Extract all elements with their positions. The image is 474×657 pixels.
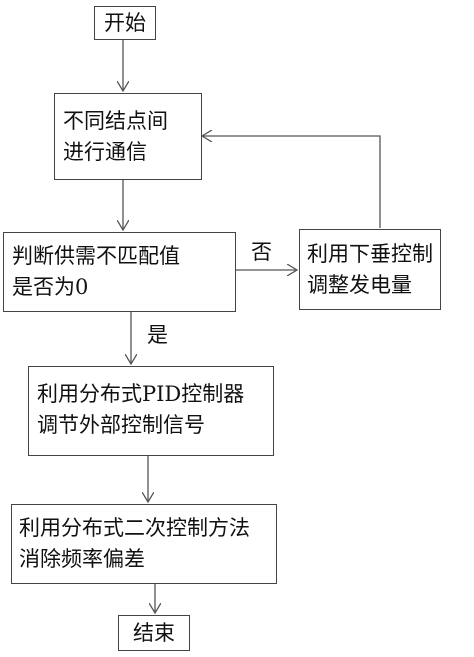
pid-controller-node-line-2: 调节外部控制信号 xyxy=(37,413,205,437)
end-node-label: 结束 xyxy=(133,620,175,645)
communicate-node: 不同结点间 进行通信 xyxy=(54,93,202,180)
pid-controller-node-line-1: 利用分布式PID控制器 xyxy=(37,382,245,406)
edge-label-yes: 是 xyxy=(147,323,168,347)
secondary-control-node: 利用分布式二次控制方法 消除频率偏差 xyxy=(11,504,277,584)
start-node-label: 开始 xyxy=(104,10,146,35)
decision-node-line-2: 是否为0 xyxy=(12,275,89,299)
droop-control-node: 利用下垂控制 调整发电量 xyxy=(299,229,441,310)
droop-control-node-line-1: 利用下垂控制 xyxy=(307,242,433,266)
communicate-node-line-1: 不同结点间 xyxy=(63,109,168,133)
secondary-control-node-line-1: 利用分布式二次控制方法 xyxy=(19,516,250,540)
decision-node-line-1: 判断供需不匹配值 xyxy=(12,244,180,268)
pid-controller-node: 利用分布式PID控制器 调节外部控制信号 xyxy=(28,366,274,456)
decision-node: 判断供需不匹配值 是否为0 xyxy=(3,232,236,312)
droop-control-node-line-2: 调整发电量 xyxy=(307,273,412,297)
edge-label-no: 否 xyxy=(251,240,272,264)
communicate-node-line-2: 进行通信 xyxy=(63,140,147,164)
arrow-droop-back-to-communicate xyxy=(202,136,381,228)
start-node: 开始 xyxy=(94,6,156,40)
end-node: 结束 xyxy=(118,615,190,651)
secondary-control-node-line-2: 消除频率偏差 xyxy=(19,547,145,571)
